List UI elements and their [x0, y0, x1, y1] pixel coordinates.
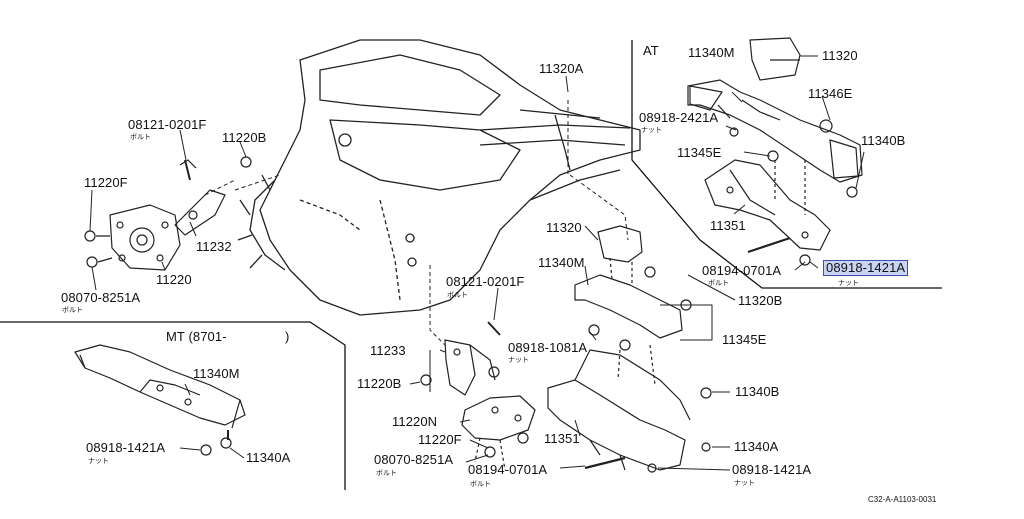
- label-11340m-mid[interactable]: 11340M: [538, 255, 585, 270]
- label-11340b-low[interactable]: 11340B: [735, 384, 780, 399]
- lower-bracket-11351: [547, 344, 712, 473]
- nut-sub-label: ナット: [838, 279, 859, 287]
- label-08070-8251a-left[interactable]: 08070-8251A: [61, 290, 141, 305]
- bolt-sub-label: ボルト: [447, 291, 468, 299]
- label-11220[interactable]: 11220: [156, 272, 192, 287]
- label-11232[interactable]: 11232: [196, 239, 232, 254]
- label-11220f-center[interactable]: 11220F: [418, 432, 462, 447]
- label-11220b-mid[interactable]: 11220B: [357, 376, 402, 391]
- mt-crossmember: [74, 344, 246, 456]
- label-08918-1421a-at-highlighted[interactable]: 08918-1421A: [822, 260, 909, 276]
- label-08194-0701a-at[interactable]: 08194-0701A: [702, 263, 782, 278]
- label-08918-1421a-mt[interactable]: 08918-1421A: [86, 440, 166, 455]
- bracket-11233: [420, 321, 536, 471]
- label-11220n[interactable]: 11220N: [392, 414, 438, 429]
- label-11320-at[interactable]: 11320: [822, 48, 858, 63]
- label-08918-1421a-low[interactable]: 08918-1421A: [732, 462, 812, 477]
- at-bracket-11351: [704, 159, 831, 266]
- mid-crossmember: [574, 225, 692, 351]
- label-11340m-mt[interactable]: 11340M: [193, 366, 240, 381]
- nut-sub-label: ナット: [641, 126, 662, 134]
- label-08070-8251a-center[interactable]: 08070-8251A: [374, 452, 454, 467]
- engine-block: [237, 39, 641, 316]
- label-08121-0201f-center[interactable]: 08121-0201F: [446, 274, 525, 289]
- label-08918-1081a[interactable]: 08918-1081A: [508, 340, 588, 355]
- bolt-sub-label: ボルト: [62, 306, 83, 314]
- label-11351-at[interactable]: 11351: [710, 218, 746, 233]
- label-11346e[interactable]: 11346E: [808, 86, 853, 101]
- label-11340a-right[interactable]: 11340A: [734, 439, 779, 454]
- diagram-code: C32-A-A1103-0031: [868, 495, 937, 504]
- bolt-sub-label: ボルト: [470, 480, 491, 488]
- label-11320b[interactable]: 11320B: [738, 293, 783, 308]
- label-11345e-at[interactable]: 11345E: [677, 145, 722, 160]
- bolt-sub-label: ボルト: [130, 133, 151, 141]
- label-11320a[interactable]: 11320A: [539, 61, 584, 76]
- nut-sub-label: ナット: [508, 356, 529, 364]
- bolt-sub-label: ボルト: [376, 469, 397, 477]
- label-11320-mid[interactable]: 11320: [546, 220, 582, 235]
- label-11345e-mid[interactable]: 11345E: [722, 332, 767, 347]
- label-11233[interactable]: 11233: [370, 343, 406, 358]
- label-11340a-mt[interactable]: 11340A: [246, 450, 291, 465]
- label-11220b-top[interactable]: 11220B: [222, 130, 267, 145]
- label-11220f-left[interactable]: 11220F: [84, 175, 128, 190]
- section-mt-label: MT (8701-: [166, 329, 227, 344]
- nut-sub-label: ナット: [88, 457, 109, 465]
- label-11340m-at[interactable]: 11340M: [688, 45, 735, 60]
- at-crossmember-upper: [687, 37, 863, 198]
- label-08918-2421a[interactable]: 08918-2421A: [639, 110, 719, 125]
- section-mt-close: ): [285, 329, 290, 344]
- engine-mount-left: [84, 156, 252, 271]
- label-11351-low[interactable]: 11351: [544, 431, 580, 446]
- mt-section-border: [0, 321, 346, 490]
- label-08194-0701a-low[interactable]: 08194-0701A: [468, 462, 548, 477]
- at-section-border: [631, 40, 942, 289]
- nut-sub-label: ナット: [734, 479, 755, 487]
- bolt-sub-label: ボルト: [708, 279, 729, 287]
- label-11340b-at[interactable]: 11340B: [861, 133, 906, 148]
- section-at-label: AT: [643, 43, 659, 58]
- label-08121-0201f-left[interactable]: 08121-0201F: [128, 117, 207, 132]
